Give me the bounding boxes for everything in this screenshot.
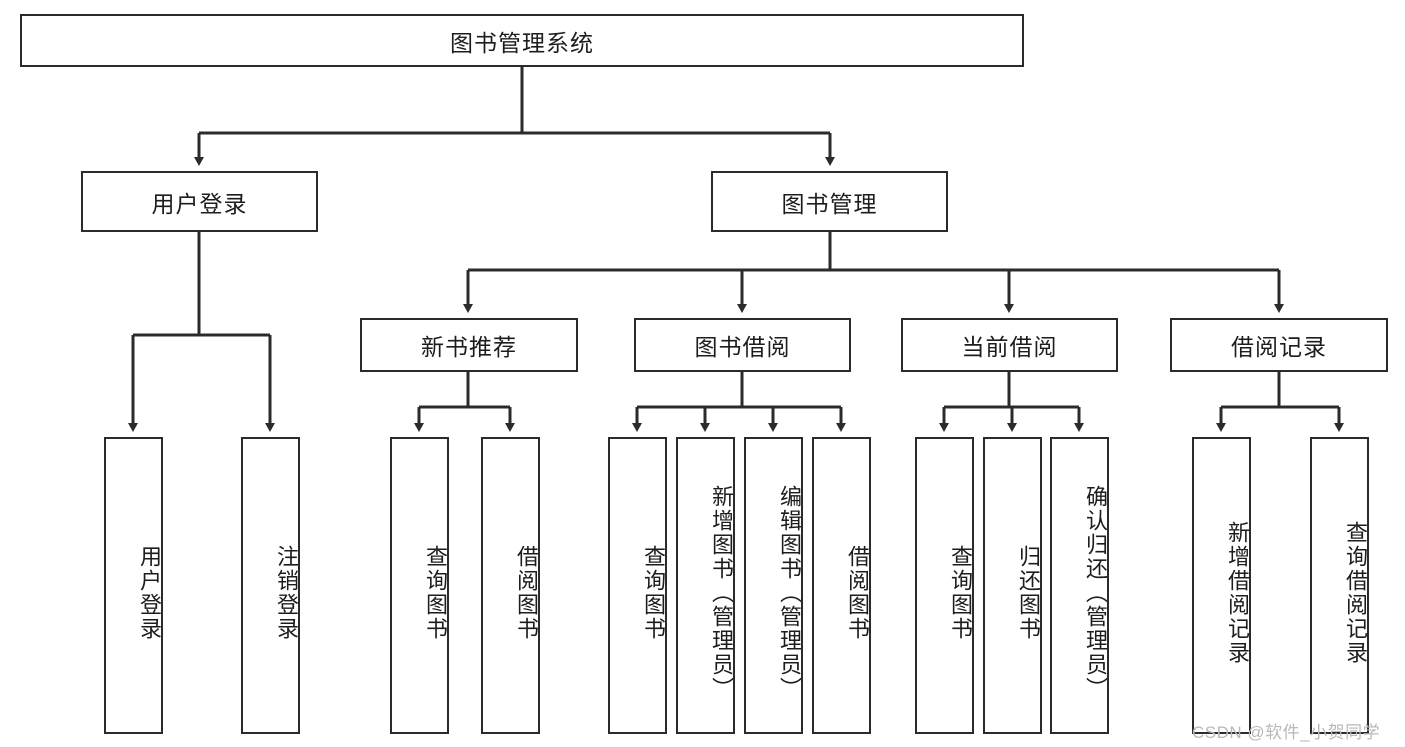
node-leaf-query-book-recommend[interactable]: 查询图书 [390,437,449,734]
node-label: 查询图书 [423,544,448,641]
node-leaf-add-book-admin[interactable]: 新增图书（管理员） [676,437,735,734]
node-new-book-recommend[interactable]: 新书推荐 [360,318,578,372]
node-label: 图书管理 [781,190,878,217]
node-user-login[interactable]: 用户登录 [81,171,318,232]
node-label: 归还图书 [1016,544,1041,641]
node-leaf-add-borrow-record[interactable]: 新增借阅记录 [1192,437,1251,734]
node-label: 新增图书（管理员） [709,484,734,701]
node-current-borrow[interactable]: 当前借阅 [901,318,1118,372]
node-label: 图书借阅 [694,334,791,360]
csdn-watermark: CSDN @软件_小贺同学 [1192,723,1381,742]
node-leaf-user-logout[interactable]: 注销登录 [241,437,300,734]
node-leaf-query-book-current[interactable]: 查询图书 [915,437,974,734]
node-book-borrow[interactable]: 图书借阅 [634,318,851,372]
node-label: 编辑图书（管理员） [777,484,802,701]
node-book-manage[interactable]: 图书管理 [711,171,948,232]
node-borrow-record[interactable]: 借阅记录 [1170,318,1388,372]
node-label: 注销登录 [274,544,299,641]
node-label: 查询借阅记录 [1343,520,1368,665]
node-leaf-edit-book-admin[interactable]: 编辑图书（管理员） [744,437,803,734]
node-label: 借阅图书 [514,544,539,641]
node-leaf-return-book[interactable]: 归还图书 [983,437,1042,734]
node-label: 查询图书 [641,544,666,641]
node-label: 当前借阅 [961,334,1058,360]
node-label: 确认归还（管理员） [1083,484,1108,701]
node-label: 用户登录 [151,190,248,217]
node-label: 借阅图书 [845,544,870,641]
node-label: 新增借阅记录 [1225,520,1250,665]
node-label: 借阅记录 [1231,334,1327,360]
node-leaf-query-borrow-record[interactable]: 查询借阅记录 [1310,437,1369,734]
node-leaf-borrow-book-recommend[interactable]: 借阅图书 [481,437,540,734]
node-root-system[interactable]: 图书管理系统 [20,14,1024,67]
node-leaf-confirm-return-admin[interactable]: 确认归还（管理员） [1050,437,1109,734]
node-leaf-borrow-book[interactable]: 借阅图书 [812,437,871,734]
node-leaf-user-login[interactable]: 用户登录 [104,437,163,734]
node-label: 图书管理系统 [450,29,594,56]
node-label: 用户登录 [137,544,162,641]
node-label: 查询图书 [948,544,973,641]
node-label: 新书推荐 [421,334,517,360]
node-leaf-query-book-borrow[interactable]: 查询图书 [608,437,667,734]
